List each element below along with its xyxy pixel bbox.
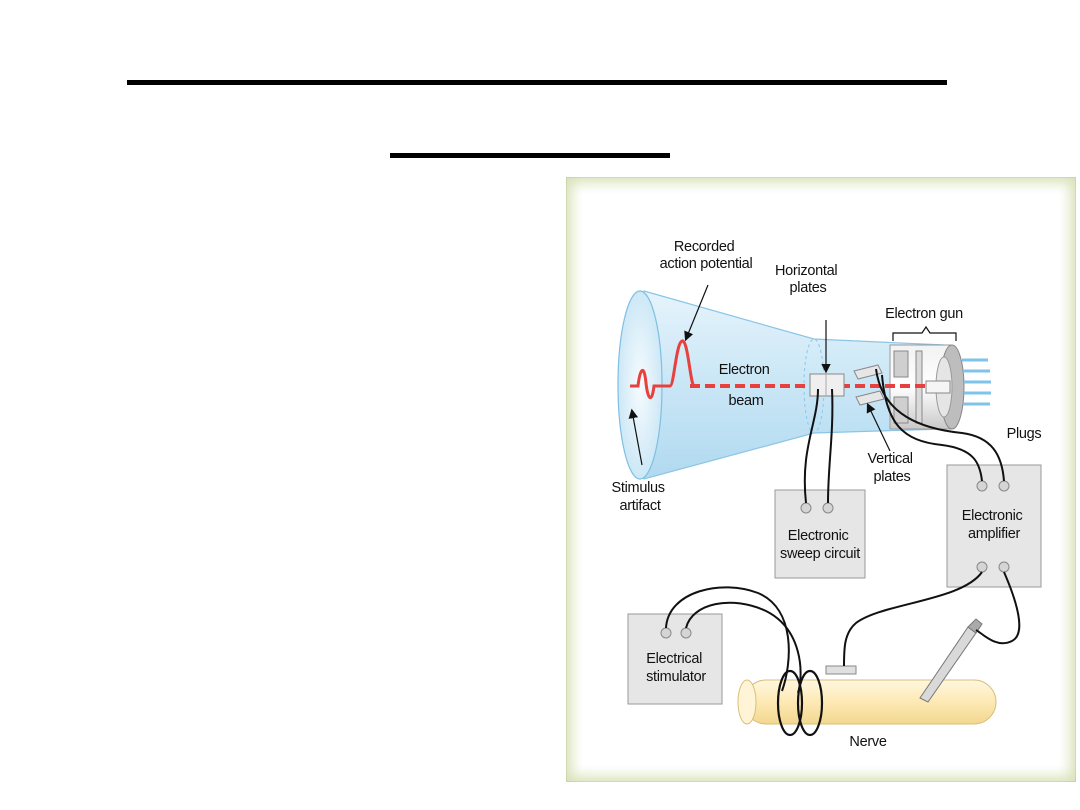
label-electrical-stimulator: Electrical stimulator <box>646 651 706 685</box>
subtitle-underline <box>390 153 670 158</box>
electronic-sweep-circuit-box <box>774 489 866 579</box>
label-vertical-plates: Vertical plates <box>868 451 917 485</box>
nerve <box>737 679 997 725</box>
horizontal-plates <box>809 373 845 397</box>
figure-frame: Recorded action potential Horizontal pla… <box>566 177 1076 782</box>
electronic-amplifier-box <box>946 464 1042 588</box>
title-underline <box>127 80 947 85</box>
vertical-plates <box>853 364 885 406</box>
leader-lines <box>628 284 891 466</box>
electron-gun <box>889 344 965 430</box>
electron-gun-bracket <box>892 325 957 341</box>
label-electronic-sweep-circuit: Electronic sweep circuit <box>780 528 860 562</box>
ground-electrode <box>825 665 857 675</box>
oscilloscope-diagram: Recorded action potential Horizontal pla… <box>612 239 1042 750</box>
plugs <box>962 358 991 406</box>
label-horizontal-plates: Horizontal plates <box>775 263 841 296</box>
sweep-terminal-1 <box>800 502 812 514</box>
label-electronic-amplifier: Electronic amplifier <box>962 508 1026 542</box>
label-electron-gun: Electron gun <box>885 306 963 322</box>
stimulating-electrode-loops <box>776 669 824 737</box>
stim-terminal-2 <box>680 627 692 639</box>
amp-terminal-3 <box>976 561 988 573</box>
recorded-trace <box>630 339 700 400</box>
amp-terminal-1 <box>976 480 988 492</box>
label-plugs: Plugs <box>1007 426 1042 442</box>
amp-terminal-2 <box>998 480 1010 492</box>
sweep-terminal-2 <box>822 502 834 514</box>
wires <box>665 368 1021 694</box>
label-recorded-action-potential: Recorded action potential <box>660 239 753 272</box>
figure-panel: Recorded action potential Horizontal pla… <box>582 193 1060 766</box>
stim-terminal-1 <box>660 627 672 639</box>
amp-terminal-4 <box>998 561 1010 573</box>
electrical-stimulator-box <box>627 613 723 705</box>
label-stimulus-artifact: Stimulus artifact <box>612 480 669 514</box>
label-nerve: Nerve <box>849 734 886 750</box>
label-electron-beam: Electron beam <box>719 362 774 409</box>
